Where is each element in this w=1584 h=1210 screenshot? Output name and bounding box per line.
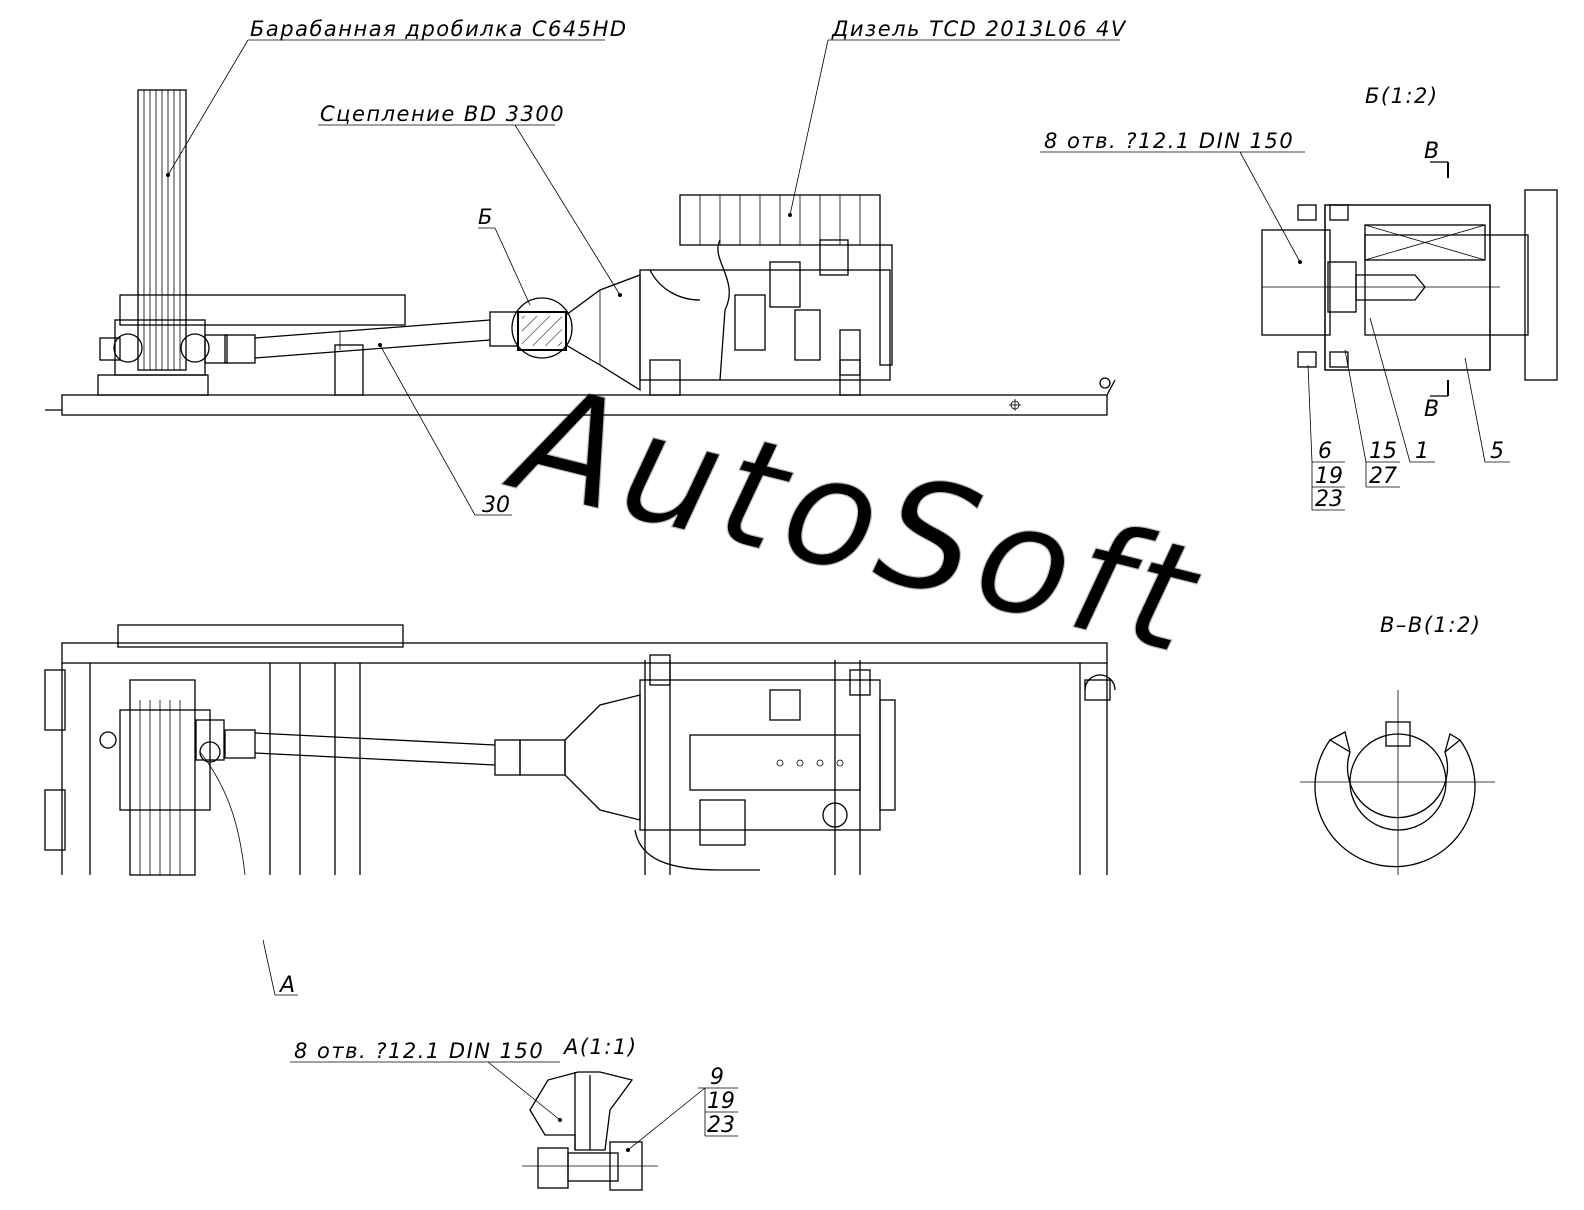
holes-label-top: 8 отв. ?12.1 DIN 150: [1044, 129, 1294, 153]
callout-b-5: 5: [1490, 439, 1504, 464]
holes-label-bottom: 8 отв. ?12.1 DIN 150: [294, 1039, 544, 1063]
drive-shaft-side: [224, 311, 519, 396]
section-vv-title: В–В(1:2): [1380, 613, 1482, 637]
diesel-engine-side: [639, 194, 893, 396]
callout-b-15: 15: [1369, 439, 1397, 464]
callout-a-19: 19: [707, 1089, 735, 1114]
view-b-marker: Б: [478, 205, 494, 229]
view-a: [290, 1061, 738, 1191]
callout-b-27: 27: [1369, 464, 1397, 489]
item-30-label: 30: [482, 493, 510, 518]
plan-view: [44, 624, 1116, 996]
callout-b-19: 19: [1315, 464, 1343, 489]
callout-b-1: 1: [1415, 439, 1429, 464]
view-a-title: А(1:1): [562, 1035, 638, 1059]
diesel-label: Дизель TCD 2013L06 4V: [831, 17, 1127, 41]
view-a-marker: А: [278, 973, 295, 998]
side-view: [45, 39, 1120, 516]
cut-v-top-label: В: [1424, 139, 1439, 164]
callout-a-9: 9: [710, 1065, 724, 1090]
view-b: [1040, 151, 1558, 511]
callout-a-23: 23: [707, 1113, 735, 1138]
clutch-side: [511, 274, 641, 392]
view-b-title: Б(1:2): [1365, 84, 1439, 108]
watermark: AutoSoft: [492, 350, 1216, 689]
drum-crusher-label: Барабанная дробилка C645HD: [250, 17, 628, 41]
section-vv: [1300, 690, 1495, 875]
callout-b-6: 6: [1318, 439, 1332, 464]
callout-b-23: 23: [1315, 487, 1343, 512]
side-view-leaders: [166, 39, 1120, 516]
cut-v-bottom-label: В: [1424, 397, 1439, 422]
clutch-label: Сцепление BD 3300: [320, 102, 565, 126]
drum-crusher-side: [97, 89, 406, 396]
